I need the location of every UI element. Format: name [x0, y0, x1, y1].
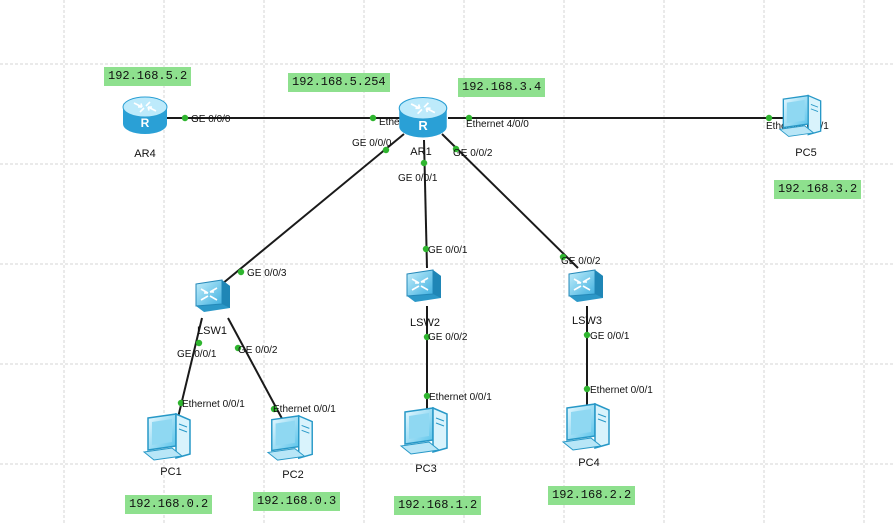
port-label-lsw3-ge001: GE 0/0/1 [590, 331, 630, 342]
ip-label-pc2: 192.168.0.3 [253, 492, 341, 511]
port-label-ar1-ge000: GE 0/0/0 [352, 138, 392, 149]
router-icon [122, 96, 168, 135]
device-label-pc4: PC4 [578, 457, 599, 469]
pc-icon [143, 413, 191, 461]
port-dot-lsw1-ge003 [237, 268, 245, 276]
device-label-pc1: PC1 [160, 466, 181, 478]
port-dot-lsw1-ge002 [234, 344, 242, 352]
port-dot-ar1-eth400 [465, 114, 473, 122]
device-lsw3[interactable]: LSW3 [568, 269, 604, 327]
port-dot-pc3-eth001 [423, 392, 431, 400]
link-lsw1-pc1[interactable] [174, 317, 203, 431]
device-pc2[interactable]: PC2 [267, 415, 313, 481]
port-label-pc2-eth001: Ethernet 0/0/1 [273, 404, 336, 415]
port-label-ar1-ge002: GE 0/0/2 [453, 148, 493, 159]
ip-label-ar1-east: 192.168.3.4 [458, 78, 546, 97]
pc-icon [267, 415, 313, 461]
port-dot-pc5-eth001 [765, 114, 773, 122]
port-indicators [177, 114, 773, 413]
links [166, 117, 788, 431]
device-label-lsw2: LSW2 [410, 317, 440, 329]
device-ar1[interactable]: AR1 [398, 96, 448, 158]
port-dot-lsw2-ge002 [423, 333, 431, 341]
link-ar1-lsw1[interactable] [221, 133, 405, 285]
device-label-pc3: PC3 [415, 463, 436, 475]
device-label-pc2: PC2 [282, 469, 303, 481]
ip-label-pc4: 192.168.2.2 [548, 486, 636, 505]
device-label-lsw1: LSW1 [197, 325, 227, 337]
pc-icon [400, 407, 448, 455]
port-label-pc3-eth001: Ethernet 0/0/1 [429, 392, 492, 403]
port-dot-lsw1-ge001 [195, 339, 203, 347]
port-label-lsw1-ge001: GE 0/0/1 [177, 349, 217, 360]
port-dot-lsw2-ge001 [422, 245, 430, 253]
port-dot-lsw3-ge001 [583, 331, 591, 339]
switch-icon [568, 269, 604, 303]
device-pc1[interactable]: PC1 [143, 413, 191, 478]
device-ar4[interactable]: AR4 [122, 96, 168, 160]
device-pc3[interactable]: PC3 [400, 407, 448, 475]
port-dot-ar1-ge001 [420, 159, 428, 167]
port-label-lsw3-ge002: GE 0/0/2 [561, 256, 601, 267]
devices: AR4 AR1 PC5 LSW1 LSW2 LSW3 PC1 PC2 [122, 94, 822, 481]
device-label-ar1: AR1 [410, 146, 431, 158]
router-icon [398, 96, 448, 139]
port-dot-ar1-ge002 [452, 145, 460, 153]
switch-icon [406, 269, 442, 303]
port-label-pc4-eth001: Ethernet 0/0/1 [590, 385, 653, 396]
device-pc4[interactable]: PC4 [562, 403, 610, 469]
port-dot-ar1-eth401 [369, 114, 377, 122]
device-label-ar4: AR4 [134, 148, 155, 160]
port-dot-pc1-eth001 [177, 399, 185, 407]
port-label-ar1-ge001: GE 0/0/1 [398, 173, 438, 184]
port-label-lsw1-ge003: GE 0/0/3 [247, 268, 287, 279]
device-lsw2[interactable]: LSW2 [406, 269, 442, 329]
port-label-ar1-eth400: Ethernet 4/0/0 [466, 119, 529, 130]
device-lsw1[interactable]: LSW1 [195, 279, 231, 337]
port-label-lsw1-ge002: GE 0/0/2 [238, 345, 278, 356]
port-dot-ar4-ge000 [181, 114, 189, 122]
pc-icon [562, 403, 610, 451]
link-ar1-lsw3[interactable] [441, 133, 579, 269]
ip-label-pc1: 192.168.0.2 [125, 495, 213, 514]
switch-icon [195, 279, 231, 313]
port-dot-pc4-eth001 [583, 385, 591, 393]
ip-label-pc5: 192.168.3.2 [774, 180, 862, 199]
port-dot-pc2-eth001 [270, 405, 278, 413]
device-pc5[interactable]: PC5 [779, 94, 822, 159]
port-dot-ar1-ge000 [382, 146, 390, 154]
device-label-lsw3: LSW3 [572, 315, 602, 327]
port-label-lsw2-ge002: GE 0/0/2 [428, 332, 468, 343]
port-label-ar4-ge000: GE 0/0/0 [191, 114, 231, 125]
port-label-pc1-eth001: Ethernet 0/0/1 [182, 399, 245, 410]
port-label-lsw2-ge001: GE 0/0/1 [428, 245, 468, 256]
ip-label-pc3: 192.168.1.2 [394, 496, 482, 515]
device-label-pc5: PC5 [795, 147, 816, 159]
ip-label-ar1-west: 192.168.5.254 [288, 73, 390, 92]
ip-label-ar4: 192.168.5.2 [104, 67, 192, 86]
pc-icon [779, 94, 822, 138]
port-dot-lsw3-ge002 [559, 253, 567, 261]
